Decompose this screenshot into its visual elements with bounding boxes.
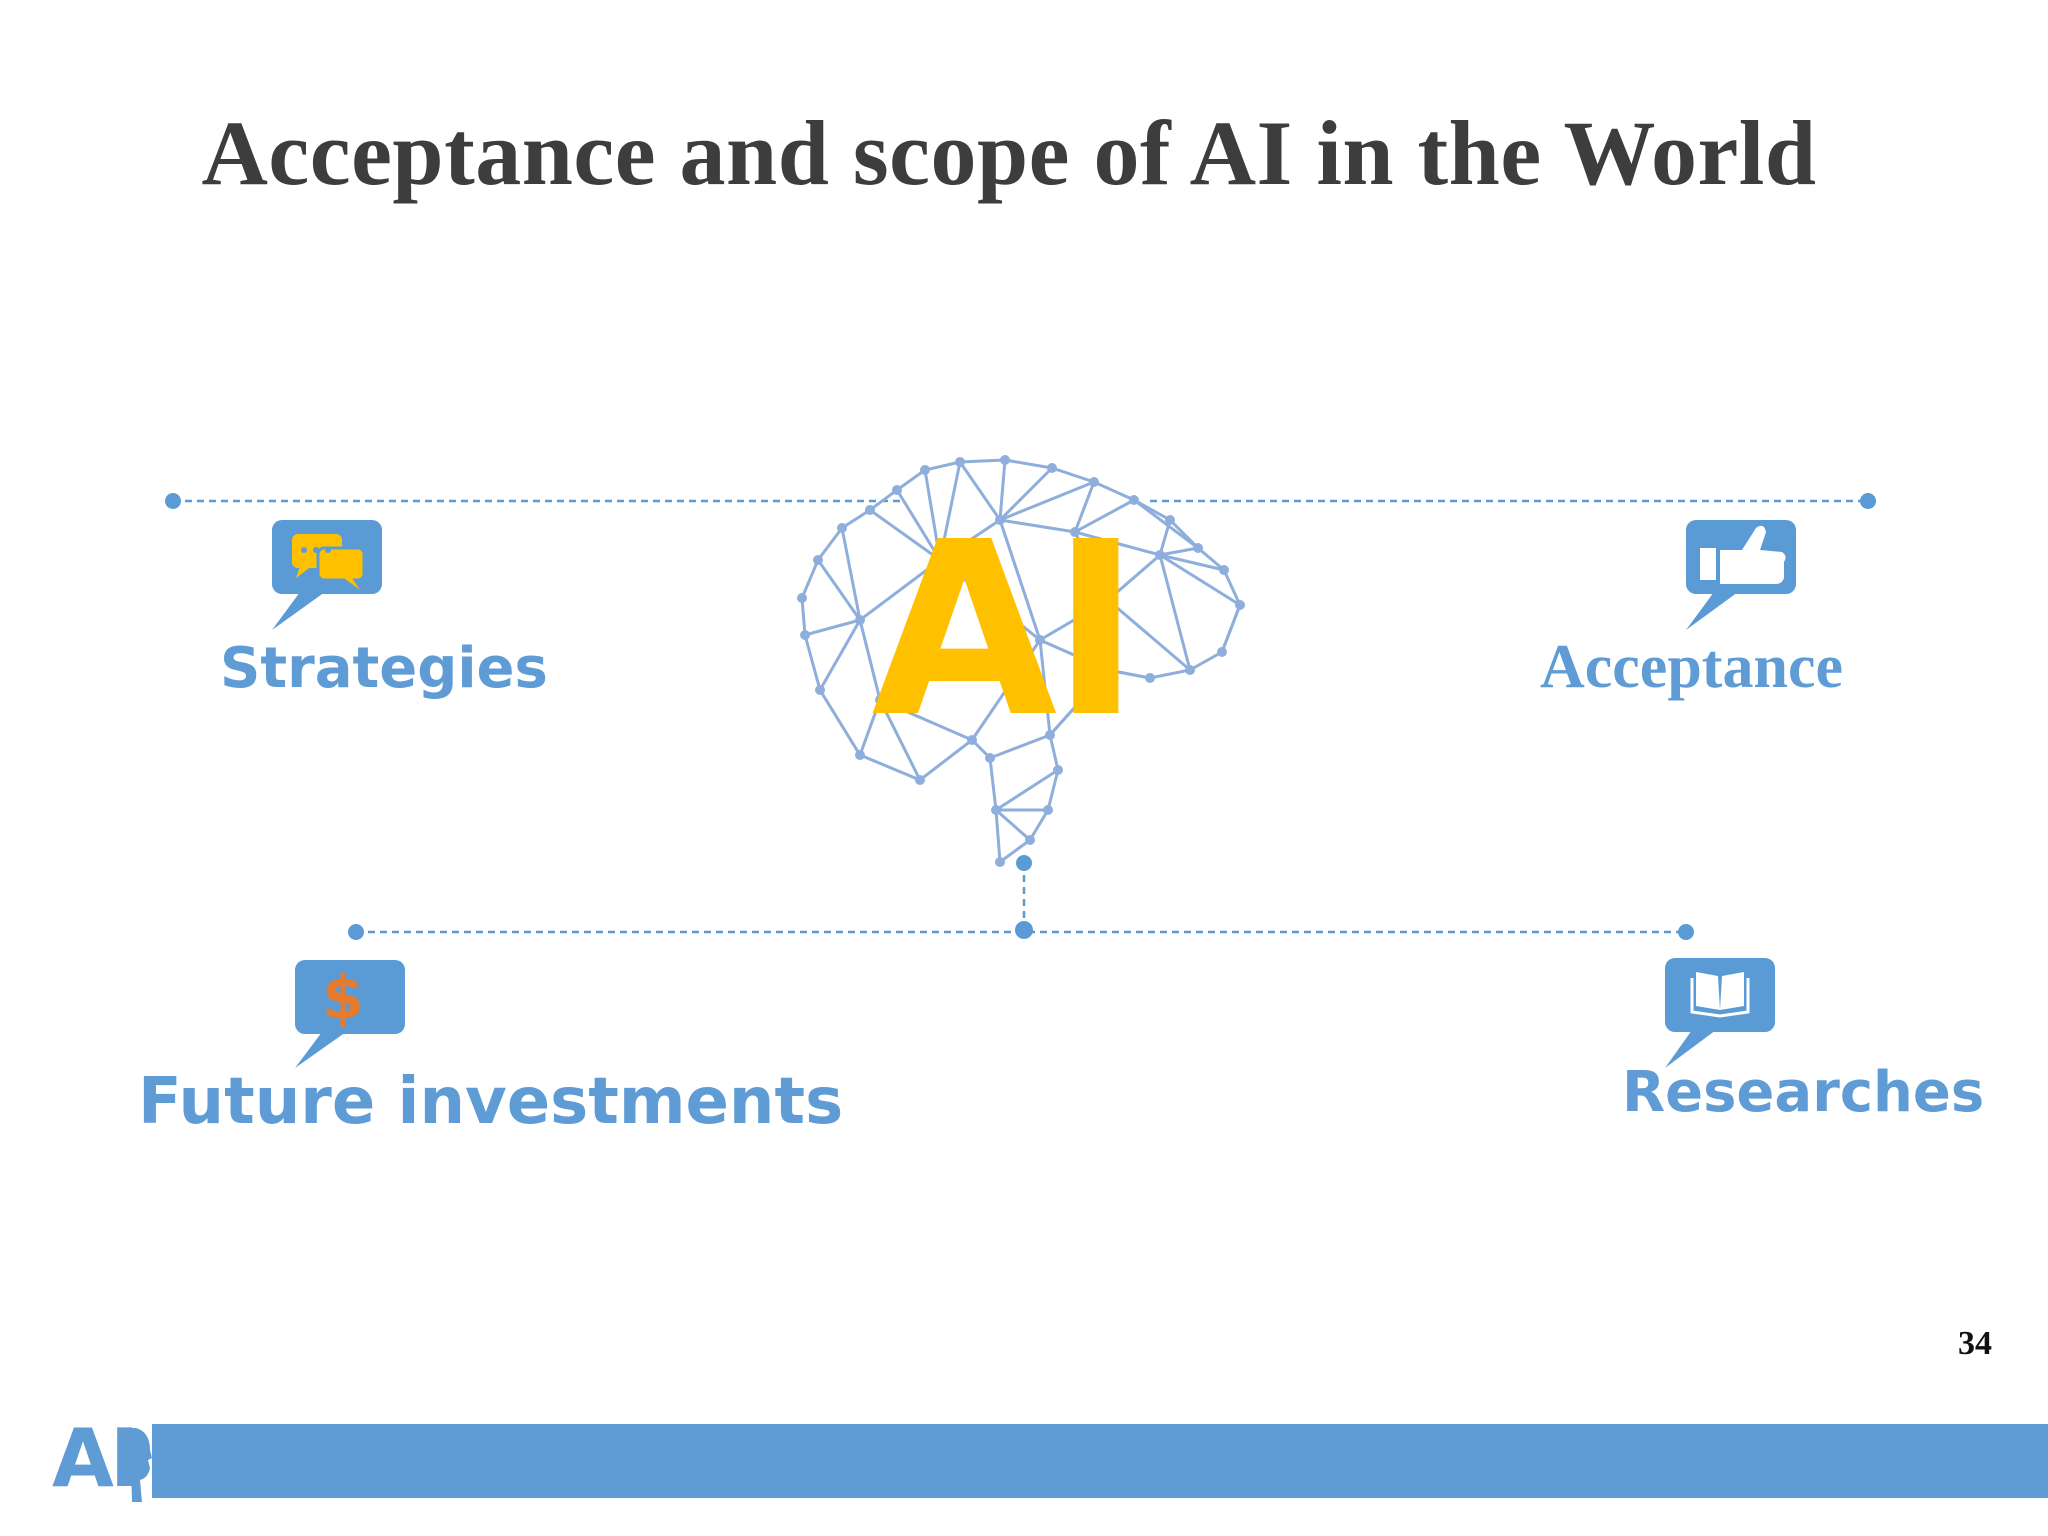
footer-logo: AI xyxy=(52,1412,140,1505)
connector-dot xyxy=(1016,855,1032,871)
brain-node xyxy=(837,523,847,533)
brain-node xyxy=(800,630,810,640)
brain-node xyxy=(1185,665,1195,675)
brain-node xyxy=(1047,463,1057,473)
brain-node xyxy=(1165,515,1175,525)
brain-node xyxy=(995,857,1005,867)
brain-node xyxy=(855,750,865,760)
slide-title: Acceptance and scope of AI in the World xyxy=(201,102,1817,204)
brain-node xyxy=(1219,565,1229,575)
page-number: 34 xyxy=(1958,1325,1992,1362)
brain-node xyxy=(1145,673,1155,683)
brain-node xyxy=(915,775,925,785)
brain-node xyxy=(991,805,1001,815)
brain-node xyxy=(1035,635,1045,645)
brain-node xyxy=(1103,595,1113,605)
brain-node xyxy=(920,465,930,475)
brain-node xyxy=(892,485,902,495)
dollar-glyph: $ xyxy=(322,963,364,1033)
head-profile-icon xyxy=(130,1428,152,1502)
connector-dot xyxy=(165,493,181,509)
ai-center-label: AI xyxy=(871,490,1140,770)
footer-bar xyxy=(152,1424,2048,1498)
brain-node xyxy=(995,515,1005,525)
brain-node xyxy=(955,457,965,467)
brain-node xyxy=(1000,455,1010,465)
brain-node xyxy=(813,555,823,565)
brain-node xyxy=(967,735,977,745)
brain-network-icon xyxy=(797,455,1245,867)
brain-node xyxy=(1089,477,1099,487)
brain-node xyxy=(1053,765,1063,775)
brain-node xyxy=(1025,835,1035,845)
connector-dot xyxy=(1678,924,1694,940)
acceptance-label: Acceptance xyxy=(1540,633,1843,701)
strategies-label: Strategies xyxy=(220,636,548,701)
brain-node xyxy=(1155,550,1165,560)
researches-label: Researches xyxy=(1622,1060,1985,1125)
brain-node xyxy=(1070,527,1080,537)
brain-node xyxy=(1129,495,1139,505)
brain-node xyxy=(855,615,865,625)
brain-node xyxy=(985,753,995,763)
chat-bubbles-icon xyxy=(272,520,382,630)
brain-node xyxy=(1043,805,1053,815)
dollar-icon xyxy=(295,960,405,1068)
brain-node xyxy=(797,593,807,603)
connector-dot xyxy=(348,924,364,940)
brain-node xyxy=(1045,730,1055,740)
connector-dot xyxy=(1015,921,1033,939)
brain-node xyxy=(815,685,825,695)
connector-dot xyxy=(1860,493,1876,509)
brain-node xyxy=(1217,647,1227,657)
brain-node xyxy=(875,695,885,705)
brain-node xyxy=(935,555,945,565)
book-icon xyxy=(1665,958,1775,1068)
brain-node xyxy=(1193,543,1203,553)
brain-node xyxy=(865,505,875,515)
thumbs-up-icon xyxy=(1686,520,1796,630)
brain-node xyxy=(1103,665,1113,675)
brain-node xyxy=(1235,600,1245,610)
future-investments-label: Future investments xyxy=(138,1065,844,1139)
